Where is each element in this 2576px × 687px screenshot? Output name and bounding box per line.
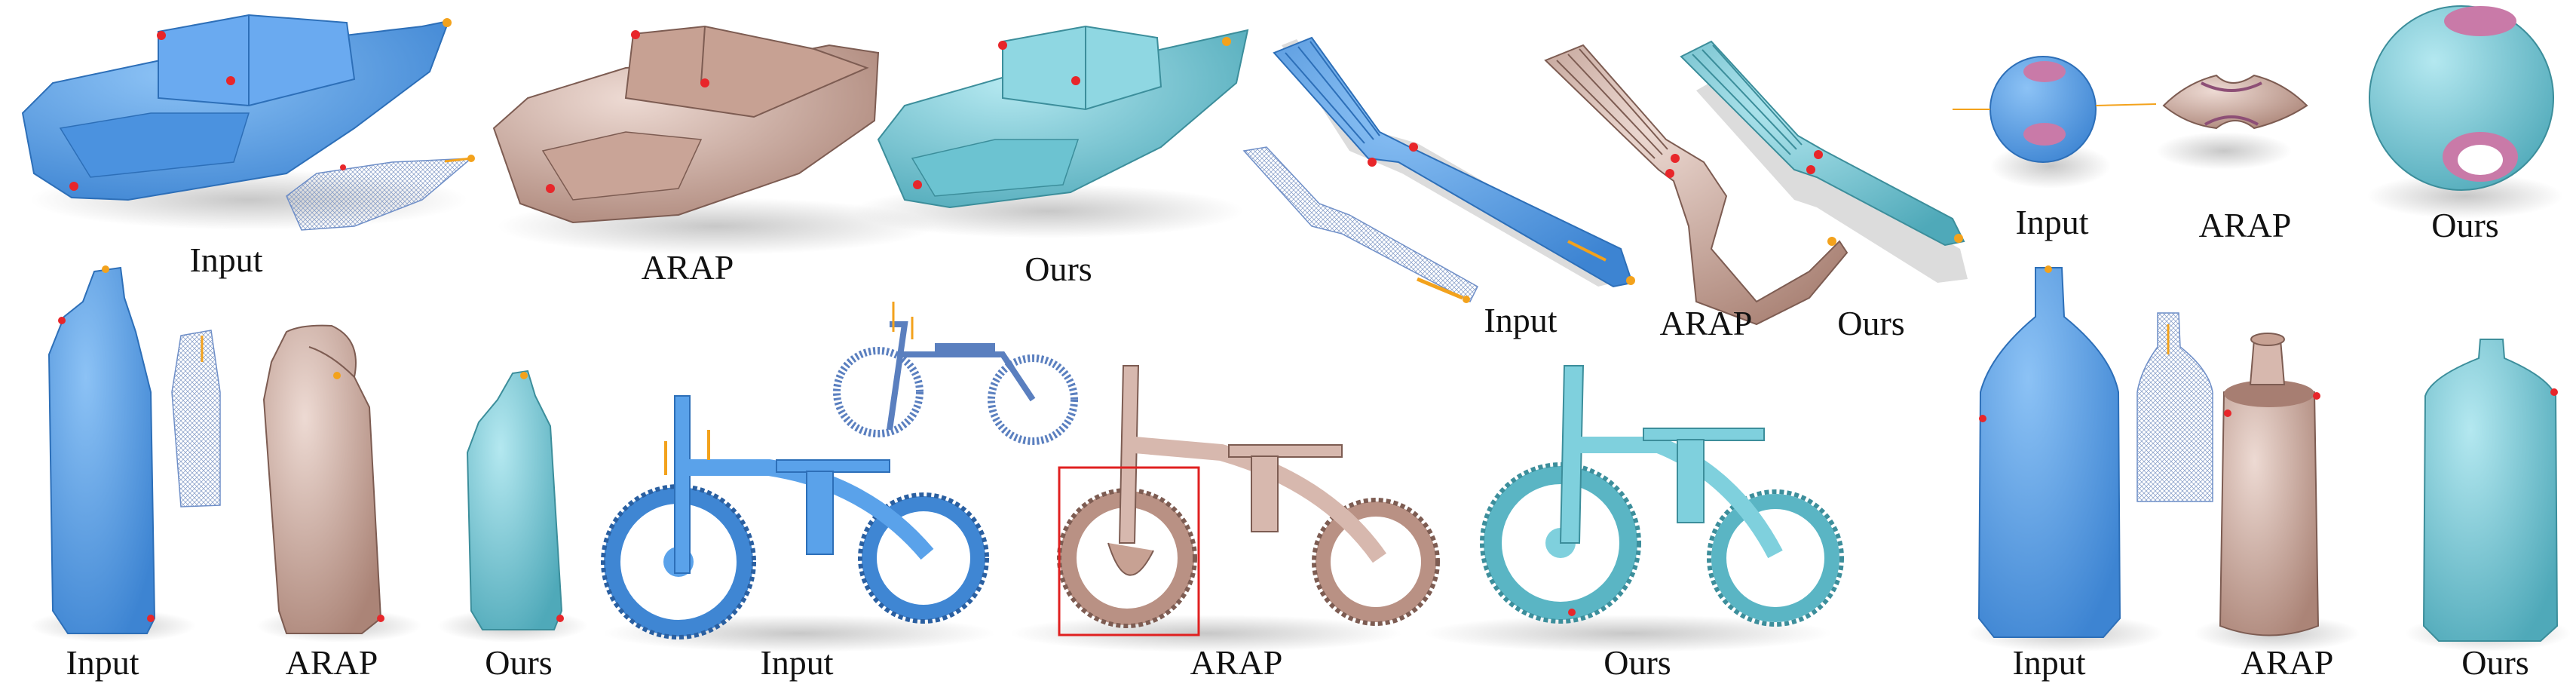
detergent-arap-shape bbox=[256, 324, 422, 643]
boat-input-mesh bbox=[286, 155, 475, 231]
boat-panel bbox=[21, 14, 1249, 255]
detergent-ours-shape bbox=[437, 370, 588, 643]
sphere-panel bbox=[1953, 5, 2563, 219]
detergent-arap-label: ARAP bbox=[285, 643, 378, 682]
bottle-panel bbox=[1968, 265, 2571, 652]
boat-ours-shape bbox=[852, 25, 1249, 238]
bike-input-label: Input bbox=[760, 643, 834, 682]
boat-ours-label: Ours bbox=[1025, 250, 1092, 288]
bottle-input-mesh bbox=[2136, 312, 2213, 502]
bike-arap-shape bbox=[1010, 365, 1440, 652]
fork-input-label: Input bbox=[1484, 301, 1558, 339]
sphere-input-label: Input bbox=[2015, 203, 2089, 241]
bottle-input-shape bbox=[1968, 265, 2164, 652]
bike-ours-label: Ours bbox=[1603, 643, 1671, 682]
detergent-input-shape bbox=[30, 265, 196, 643]
fork-input-mesh bbox=[1242, 146, 1478, 303]
fork-panel bbox=[1242, 36, 1968, 326]
bike-input-mesh bbox=[833, 302, 1078, 445]
fork-ours-label: Ours bbox=[1837, 304, 1905, 342]
boat-input-label: Input bbox=[189, 241, 263, 279]
bottle-arap-shape bbox=[2194, 333, 2360, 652]
sphere-arap-shape bbox=[2156, 74, 2308, 170]
sphere-ours-label: Ours bbox=[2431, 206, 2499, 244]
bottle-ours-shape bbox=[2405, 339, 2571, 652]
sphere-ours-shape bbox=[2367, 5, 2563, 219]
bottle-arap-label: ARAP bbox=[2241, 643, 2334, 682]
detergent-input-label: Input bbox=[66, 643, 139, 682]
sphere-input-shape bbox=[1953, 56, 2157, 189]
bike-input-shape bbox=[601, 395, 995, 652]
bike-arap-label: ARAP bbox=[1190, 643, 1283, 682]
detergent-ours-label: Ours bbox=[485, 643, 553, 682]
detergent-panel bbox=[30, 265, 588, 643]
boat-arap-shape bbox=[492, 25, 935, 255]
highlight-box bbox=[1058, 466, 1200, 636]
bike-panel bbox=[601, 302, 1844, 652]
fork-input-shape bbox=[1273, 36, 1635, 288]
bottle-ours-label: Ours bbox=[2461, 643, 2529, 682]
boat-arap-label: ARAP bbox=[641, 248, 734, 287]
bike-ours-shape bbox=[1425, 365, 1844, 652]
detergent-input-mesh bbox=[171, 330, 221, 508]
sphere-arap-label: ARAP bbox=[2198, 206, 2292, 244]
fork-arap-shape bbox=[1544, 44, 1849, 326]
fork-arap-label: ARAP bbox=[1659, 304, 1753, 342]
fork-ours-shape bbox=[1680, 40, 1968, 283]
bottle-input-label: Input bbox=[2012, 643, 2086, 682]
